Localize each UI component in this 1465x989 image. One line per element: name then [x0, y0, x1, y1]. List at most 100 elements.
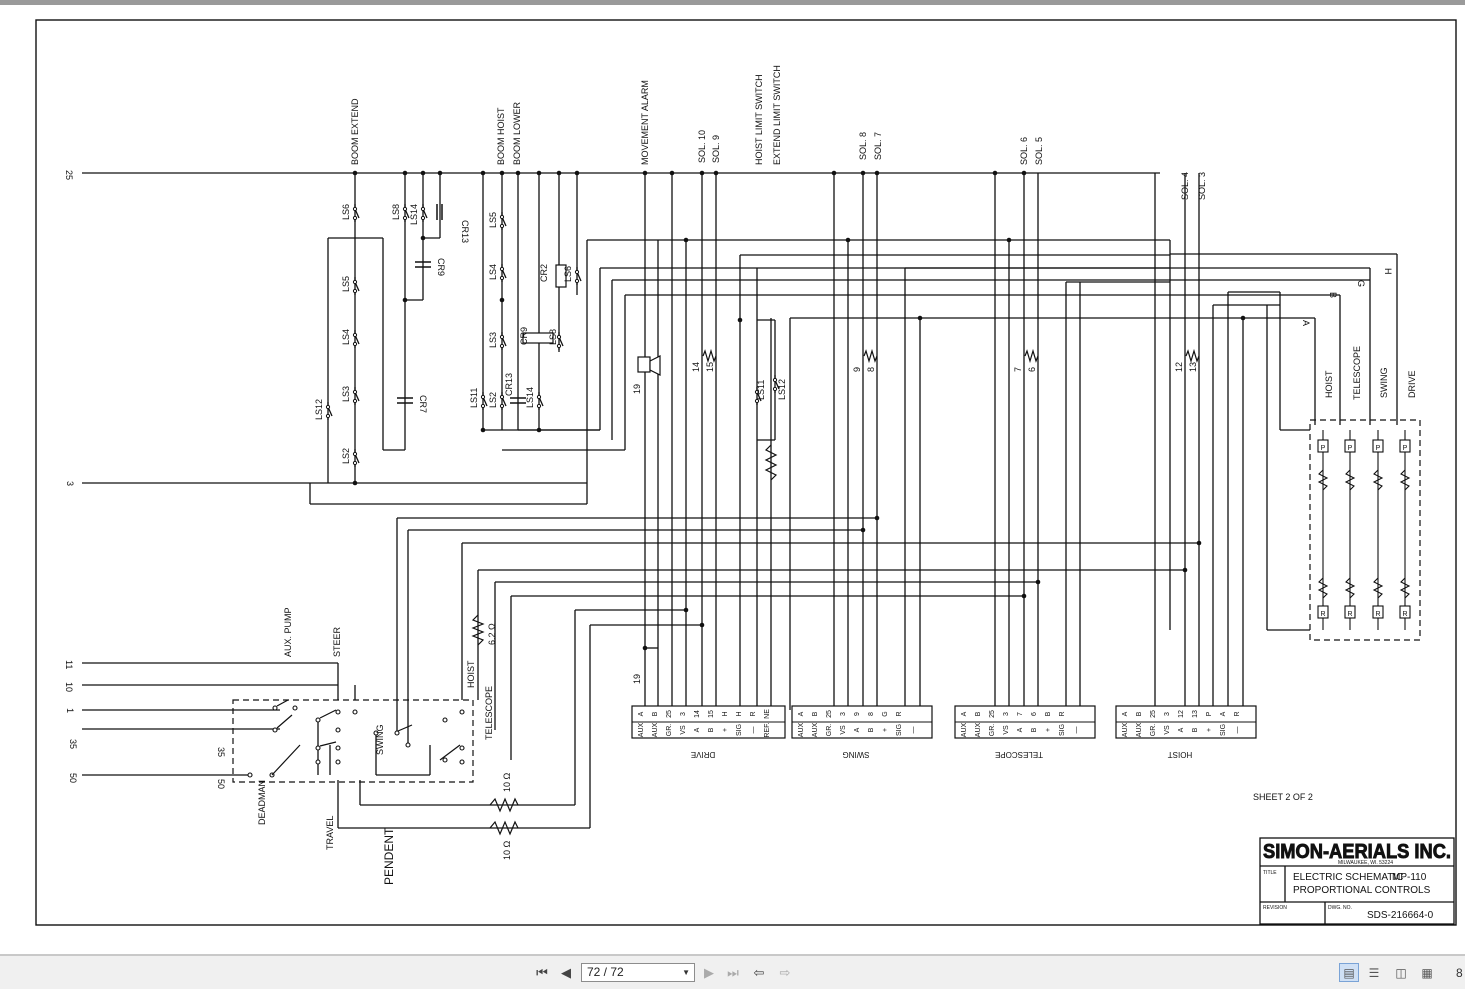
pot-p-3: P — [1376, 445, 1381, 452]
connector-pin-label: B — [1192, 727, 1199, 732]
connector-pin-label: SIG — [1220, 724, 1227, 736]
resistor-6-2-ohm: 6.2 Ω — [487, 623, 497, 645]
continuous-view-button[interactable]: ☰ — [1364, 963, 1384, 982]
comp-8: 8 — [866, 367, 876, 372]
comp-15: 15 — [705, 362, 715, 372]
connector-pin-label: AUX — [798, 722, 805, 737]
pot-r-4: R — [1402, 611, 1407, 618]
electric-schematic: 25 3 11 10 1 35 50 35 50 BOOM EXTEND BOO… — [35, 19, 1457, 926]
connector-pin-label: 3 — [680, 712, 687, 716]
next-page-icon: ▶ — [704, 965, 714, 980]
pot-r-2: R — [1347, 611, 1352, 618]
connector-pin-label: H — [736, 711, 743, 716]
connector-pin-label: A — [961, 711, 968, 716]
label-boom-lower: BOOM LOWER — [512, 101, 522, 165]
connector-pin-label: H — [722, 711, 729, 716]
page-number-select[interactable]: 72 / 72▼ — [581, 963, 695, 982]
connector-pin-label: GR. — [1150, 724, 1157, 737]
connector-pin-label: A — [694, 727, 701, 732]
side-letter-a: A — [1301, 320, 1311, 326]
pot-label-swing: SWING — [1379, 368, 1389, 399]
connector-pin-label: A — [1220, 711, 1227, 716]
single-page-view-button[interactable]: ▤ — [1339, 963, 1359, 982]
comp-19: 19 — [632, 384, 642, 394]
go-forward-button[interactable]: ⇨ — [776, 964, 794, 982]
connector-pin-label: 3 — [1164, 712, 1171, 716]
label-sol10: SOL. 10 — [697, 130, 707, 163]
wire-35-label: 35 — [68, 739, 78, 749]
label-boom-hoist: BOOM HOIST — [496, 107, 506, 165]
comp-ls3: LS3 — [341, 386, 351, 402]
connector-pin-label: G — [882, 711, 889, 716]
label-sol8: SOL. 8 — [858, 132, 868, 160]
label-sol5: SOL. 5 — [1034, 137, 1044, 165]
connector-pin-label: 7 — [1017, 712, 1024, 716]
connector-pin-label: A — [854, 727, 861, 732]
connector-pin-label: B — [708, 727, 715, 732]
connector-pin-label: REF. — [764, 722, 771, 737]
connector-pin-label: 6 — [1031, 712, 1038, 716]
facing-pages-icon: ◫ — [1395, 965, 1407, 980]
comp-13: 13 — [1188, 362, 1198, 372]
title-model: MP-110 — [1392, 872, 1427, 883]
label-boom-extend: BOOM EXTEND — [350, 98, 360, 165]
zoom-level: 8 — [1456, 966, 1463, 980]
comp-ls11: LS11 — [469, 388, 479, 408]
connector-pin-label: 12 — [1178, 710, 1185, 718]
pendant-telescope: TELESCOPE — [484, 686, 494, 740]
last-page-button[interactable]: ⏭ — [724, 964, 742, 982]
connector-pin-label: AUX — [975, 722, 982, 737]
next-page-button[interactable]: ▶ — [700, 964, 718, 982]
connector-pin-label: + — [882, 728, 889, 732]
comp-cr13: CR13 — [460, 220, 470, 243]
sheet-number: SHEET 2 OF 2 — [1253, 792, 1313, 802]
first-page-button[interactable]: ⏮ — [533, 964, 551, 982]
continuous-facing-view-button[interactable]: ▦ — [1417, 963, 1437, 982]
connector-pin-label: P — [1206, 711, 1213, 716]
connector-pin-label: — — [1073, 727, 1080, 734]
connector-pin-label: 25 — [666, 710, 673, 718]
connector-pin-label: B — [812, 711, 819, 716]
wire-10-label: 10 — [64, 682, 74, 692]
connector-pin-label: 13 — [1192, 710, 1199, 718]
pendant-50-label: 50 — [216, 779, 226, 789]
connector-pin-label: B — [1031, 727, 1038, 732]
go-forward-icon: ⇨ — [779, 965, 791, 980]
connector-pin-label: R — [1059, 711, 1066, 716]
continuous-icon: ☰ — [1368, 965, 1380, 980]
label-movement-alarm: MOVEMENT ALARM — [640, 80, 650, 165]
comp-ls6b: LS6 — [563, 266, 573, 282]
pendant-35-label: 35 — [216, 747, 226, 757]
document-page: 25 3 11 10 1 35 50 35 50 BOOM EXTEND BOO… — [0, 5, 1465, 954]
facing-view-button[interactable]: ◫ — [1391, 963, 1411, 982]
pot-label-telescope: TELESCOPE — [1352, 346, 1362, 400]
connector-pin-label: A — [798, 711, 805, 716]
side-letter-h: H — [1383, 268, 1393, 275]
connector-pin-label: + — [1206, 728, 1213, 732]
drawing-number: SDS-216664-0 — [1367, 910, 1434, 921]
previous-page-button[interactable]: ◀ — [557, 964, 575, 982]
comp-ls2b: LS2 — [488, 392, 498, 408]
label-extend-limit-switch: EXTEND LIMIT SWITCH — [772, 65, 782, 165]
comp-cr9: CR9 — [436, 258, 446, 276]
comp-ls4: LS4 — [341, 329, 351, 345]
go-back-button[interactable]: ⇦ — [750, 964, 768, 982]
connector-pin-label: B — [975, 711, 982, 716]
connector-pin-label: — — [1234, 727, 1241, 734]
connector-pin-label: B — [1136, 711, 1143, 716]
comp-cr2: CR2 — [539, 264, 549, 282]
comp-9: 9 — [852, 367, 862, 372]
connector-pin-label: — — [910, 727, 917, 734]
comp-ls8: LS8 — [391, 204, 401, 220]
connector-pin-label: 25 — [826, 710, 833, 718]
resistor-10-ohm-b: 10 Ω — [502, 840, 512, 860]
last-page-icon: ⏭ — [727, 965, 739, 980]
pot-r-1: R — [1320, 611, 1325, 618]
connector-pin-label: 3 — [1003, 712, 1010, 716]
connector-pin-label: + — [1045, 728, 1052, 732]
pendant-aux-pump: AUX. PUMP — [283, 607, 293, 657]
connector-pin-label: VS — [1164, 725, 1171, 735]
revision-label: REVISION — [1263, 905, 1287, 911]
comp-ls8b: LS8 — [548, 329, 558, 345]
pot-p-4: P — [1403, 445, 1408, 452]
